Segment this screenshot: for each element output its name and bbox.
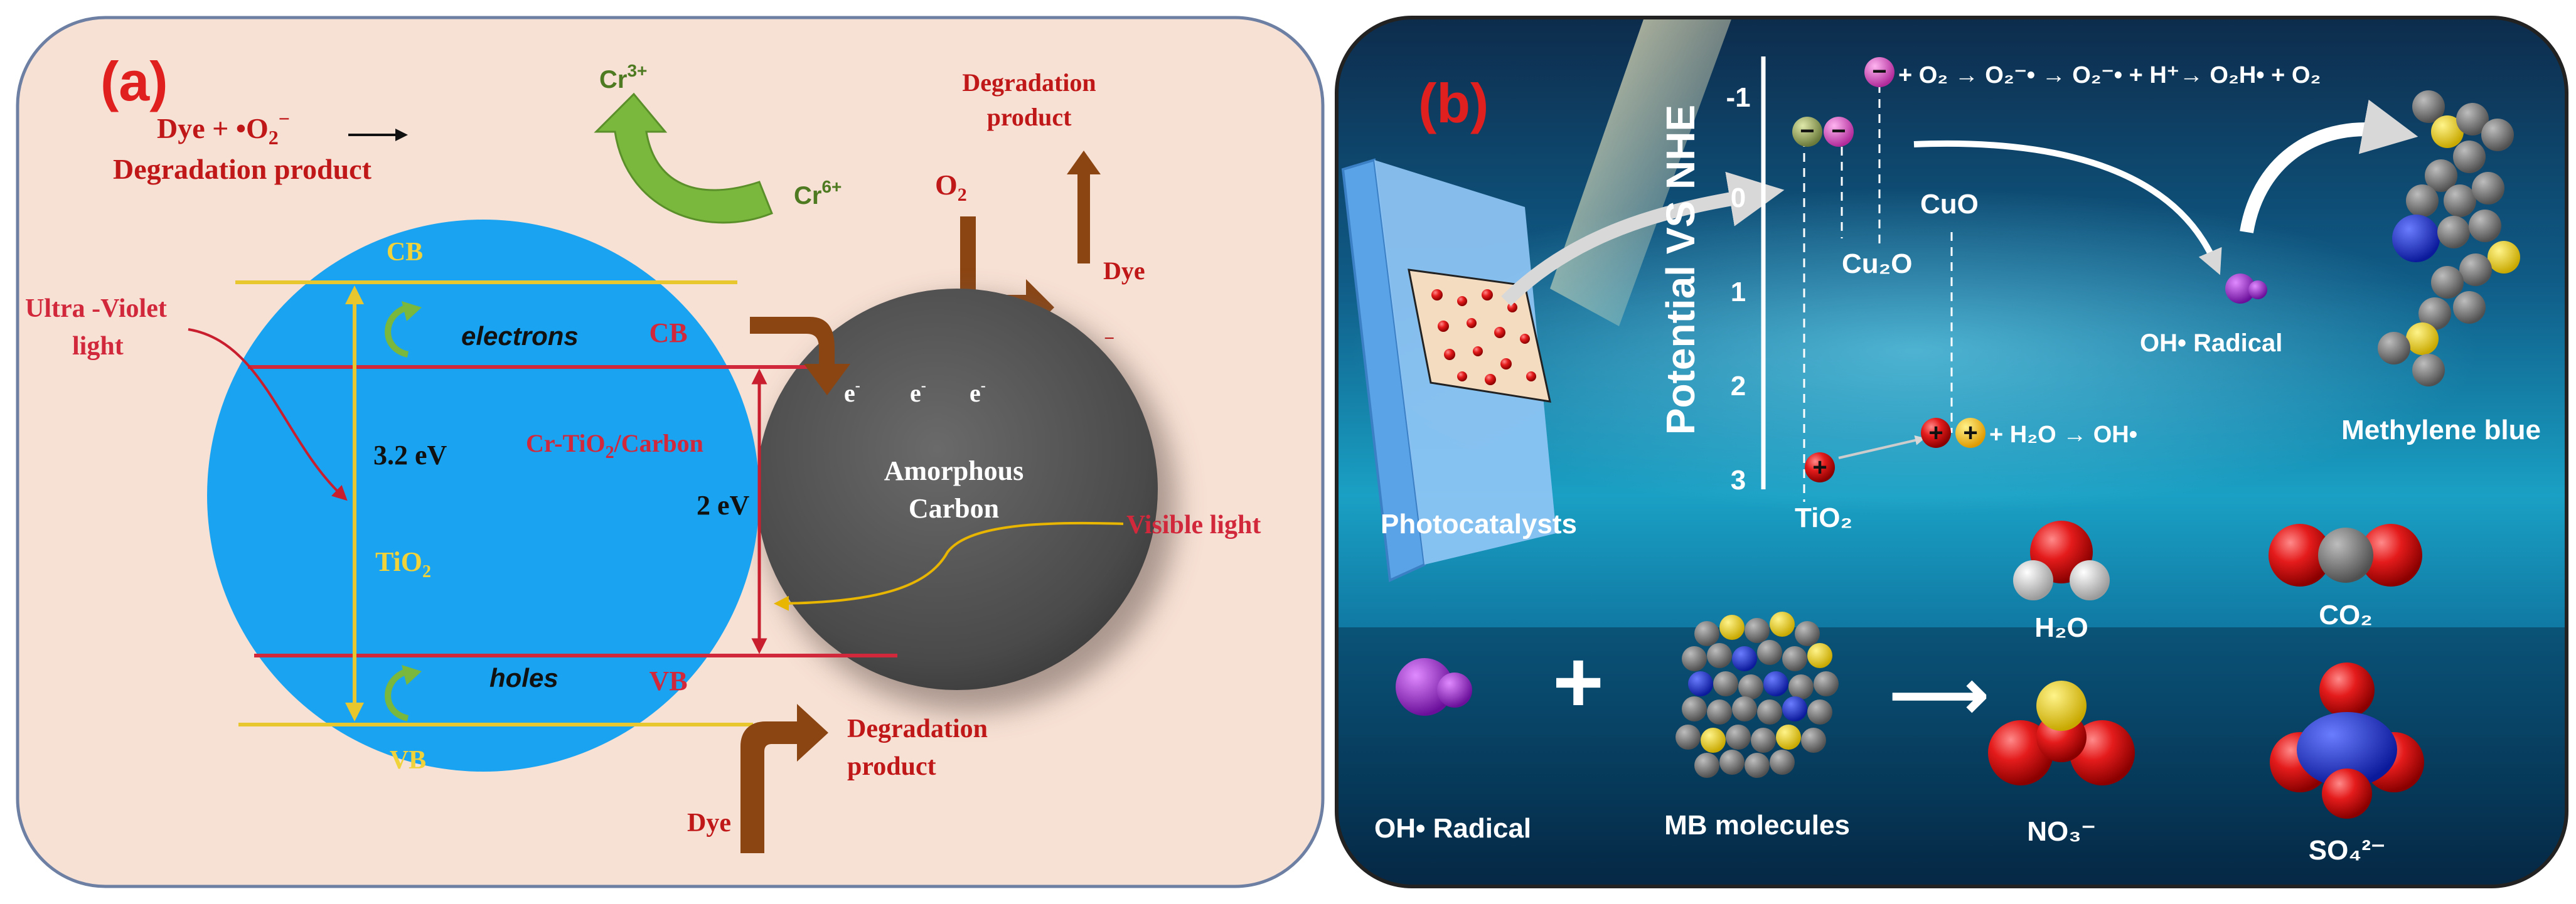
amorphous-label-line2: Carbon [909,493,999,524]
dye-right-label: Dye [1103,257,1145,285]
amorphous-label-line1: Amorphous [884,455,1024,486]
visible-light-label: Visible light [1126,511,1261,540]
plus-icon: + [1553,632,1604,731]
electron-curve-arrowhead [402,301,422,321]
bandgap-2-label: 2 eV [697,490,750,521]
equation-degradation-product: Degradation product [113,153,372,185]
cr-reduction-arrow-icon [594,92,773,224]
oh-radical-top-label: OH• Radical [2140,329,2282,357]
top-degradation-label-line1: Degradation [962,68,1096,97]
tick-label-2: 2 [1731,371,1746,401]
tick-label-0: 0 [1731,183,1746,213]
hole-cu2o-sphere [1921,418,1951,448]
cr-tio2-vb-label: VB [649,666,687,696]
uv-light-label-line1: Ultra -Violet [25,294,167,323]
tio2-cb-label: CB [387,238,423,267]
mb-molecules-cluster [1675,612,1839,778]
cb-to-carbon-arrow-icon [750,317,850,395]
so4-molecule [2270,662,2424,819]
holes-label: holes [489,663,558,693]
panel-b-label: (b) [1418,72,1488,134]
no3-label: NO₃⁻ [2027,816,2096,847]
amorphous-carbon-sphere [756,289,1158,690]
electron-minus-icon: − [1800,117,1814,145]
bandgap-32-label: 3.2 eV [373,440,447,471]
oh-radical-bottom-label: OH• Radical [1374,813,1531,844]
visible-light-arrow [774,521,1124,611]
plate-to-diagram-arrow [1501,171,1785,306]
co2-molecule [2269,524,2422,587]
photocatalysts-label: Photocatalysts [1381,509,1577,540]
oh-radical-big-sphere [2225,274,2255,304]
electron-minus-icon: − [1831,117,1846,145]
carbon-electron-2: e- [910,378,926,407]
co2-label: CO₂ [2319,600,2373,630]
degradation-up-arrow-shaft [1077,173,1090,263]
cuo-label: CuO [1920,189,1979,220]
superoxide-reaction-text: + O₂ → O₂⁻• → O₂⁻• + H⁺→ O₂H• + O₂ [1898,62,2321,88]
hole-curve-arrowhead [402,665,422,685]
hydroxyl-reaction-text: + H₂O → OH• [1989,422,2137,448]
methylene-blue-label: Methylene blue [2341,415,2541,445]
electron-minus-icon: − [1872,58,1886,85]
panel-b-border [1335,16,2568,888]
electron-curve-arrow-icon [385,304,409,358]
tick-label-3: 3 [1731,465,1746,496]
radical-to-mb-arrow [2240,99,2418,233]
tick-label-minus1: -1 [1726,82,1750,113]
tio2-vb-label: VB [390,746,426,775]
no3-molecule [1988,681,2135,785]
hole-transfer-arrow [1838,435,1925,459]
bottom-degradation-label-line1: Degradation [847,715,988,743]
equation-dye-o2: Dye + •O2− [157,107,290,149]
uv-light-label-line2: light [72,332,124,361]
electron-top-sphere [1864,57,1895,87]
cr-tio2-carbon-label: Cr-TiO2/Carbon [526,429,703,462]
cu2o-label: Cu₂O [1842,248,1912,279]
hole-cuo-sphere [1955,418,1985,448]
catalyst-particles [1431,289,1536,385]
tick-label-1: 1 [1731,277,1746,307]
tio2-label: TiO2 [375,546,431,582]
bottom-degradation-arrow-icon [740,704,828,853]
degradation-up-arrow-icon [1067,151,1101,174]
oh-radical-bottom-icon [1396,658,1472,716]
reaction-arrow-icon: ⟶ [1889,656,1989,733]
dye-bottom-label: Dye [687,809,731,838]
electrons-label: electrons [461,321,579,351]
potential-axis-title: Potential VS NHE [1658,105,1703,435]
hole-plus-icon: + [1928,419,1943,447]
tio2-label-b: TiO₂ [1795,503,1852,533]
hole-plus-icon: + [1812,454,1827,481]
hole-curve-arrow-icon [385,668,409,721]
electron-cu2o-sphere [1824,117,1854,147]
uv-light-arrow [188,328,348,501]
methylene-blue-molecule [2378,90,2520,386]
catalyst-sample [1408,269,1551,403]
hole-plus-icon: + [1963,419,1977,447]
carbon-electron-1: e- [844,378,860,407]
bottom-degradation-label-line2: product [847,752,936,781]
o2-label: O2 [935,169,967,205]
cr6-label: Cr6+ [794,177,842,210]
cr-tio2-cb-label: CB [649,317,687,348]
top-degradation-label-line2: product [987,103,1072,131]
cr3-label: Cr3+ [599,61,647,93]
electron-to-radical-arrow [1913,140,2222,275]
mb-molecules-label: MB molecules [1664,810,1850,841]
carbon-electron-3: e- [970,378,986,407]
electron-tio2-sphere [1792,117,1822,147]
h2o-label: H₂O [2034,612,2088,643]
so4-label: SO₄²⁻ [2309,835,2385,866]
hole-tio2-sphere [1805,452,1835,482]
panel-b: (b) Photocatalysts Potential VS NHE -1 0… [1335,16,2568,888]
panel-a-label: (a) [100,50,168,112]
h2o-molecule [2013,521,2110,600]
panel-a: (a) Dye + •O2− Degradation product Cr3+ … [16,16,1325,888]
light-beam [1550,18,1732,326]
oh-radical-small-sphere [2248,280,2267,299]
